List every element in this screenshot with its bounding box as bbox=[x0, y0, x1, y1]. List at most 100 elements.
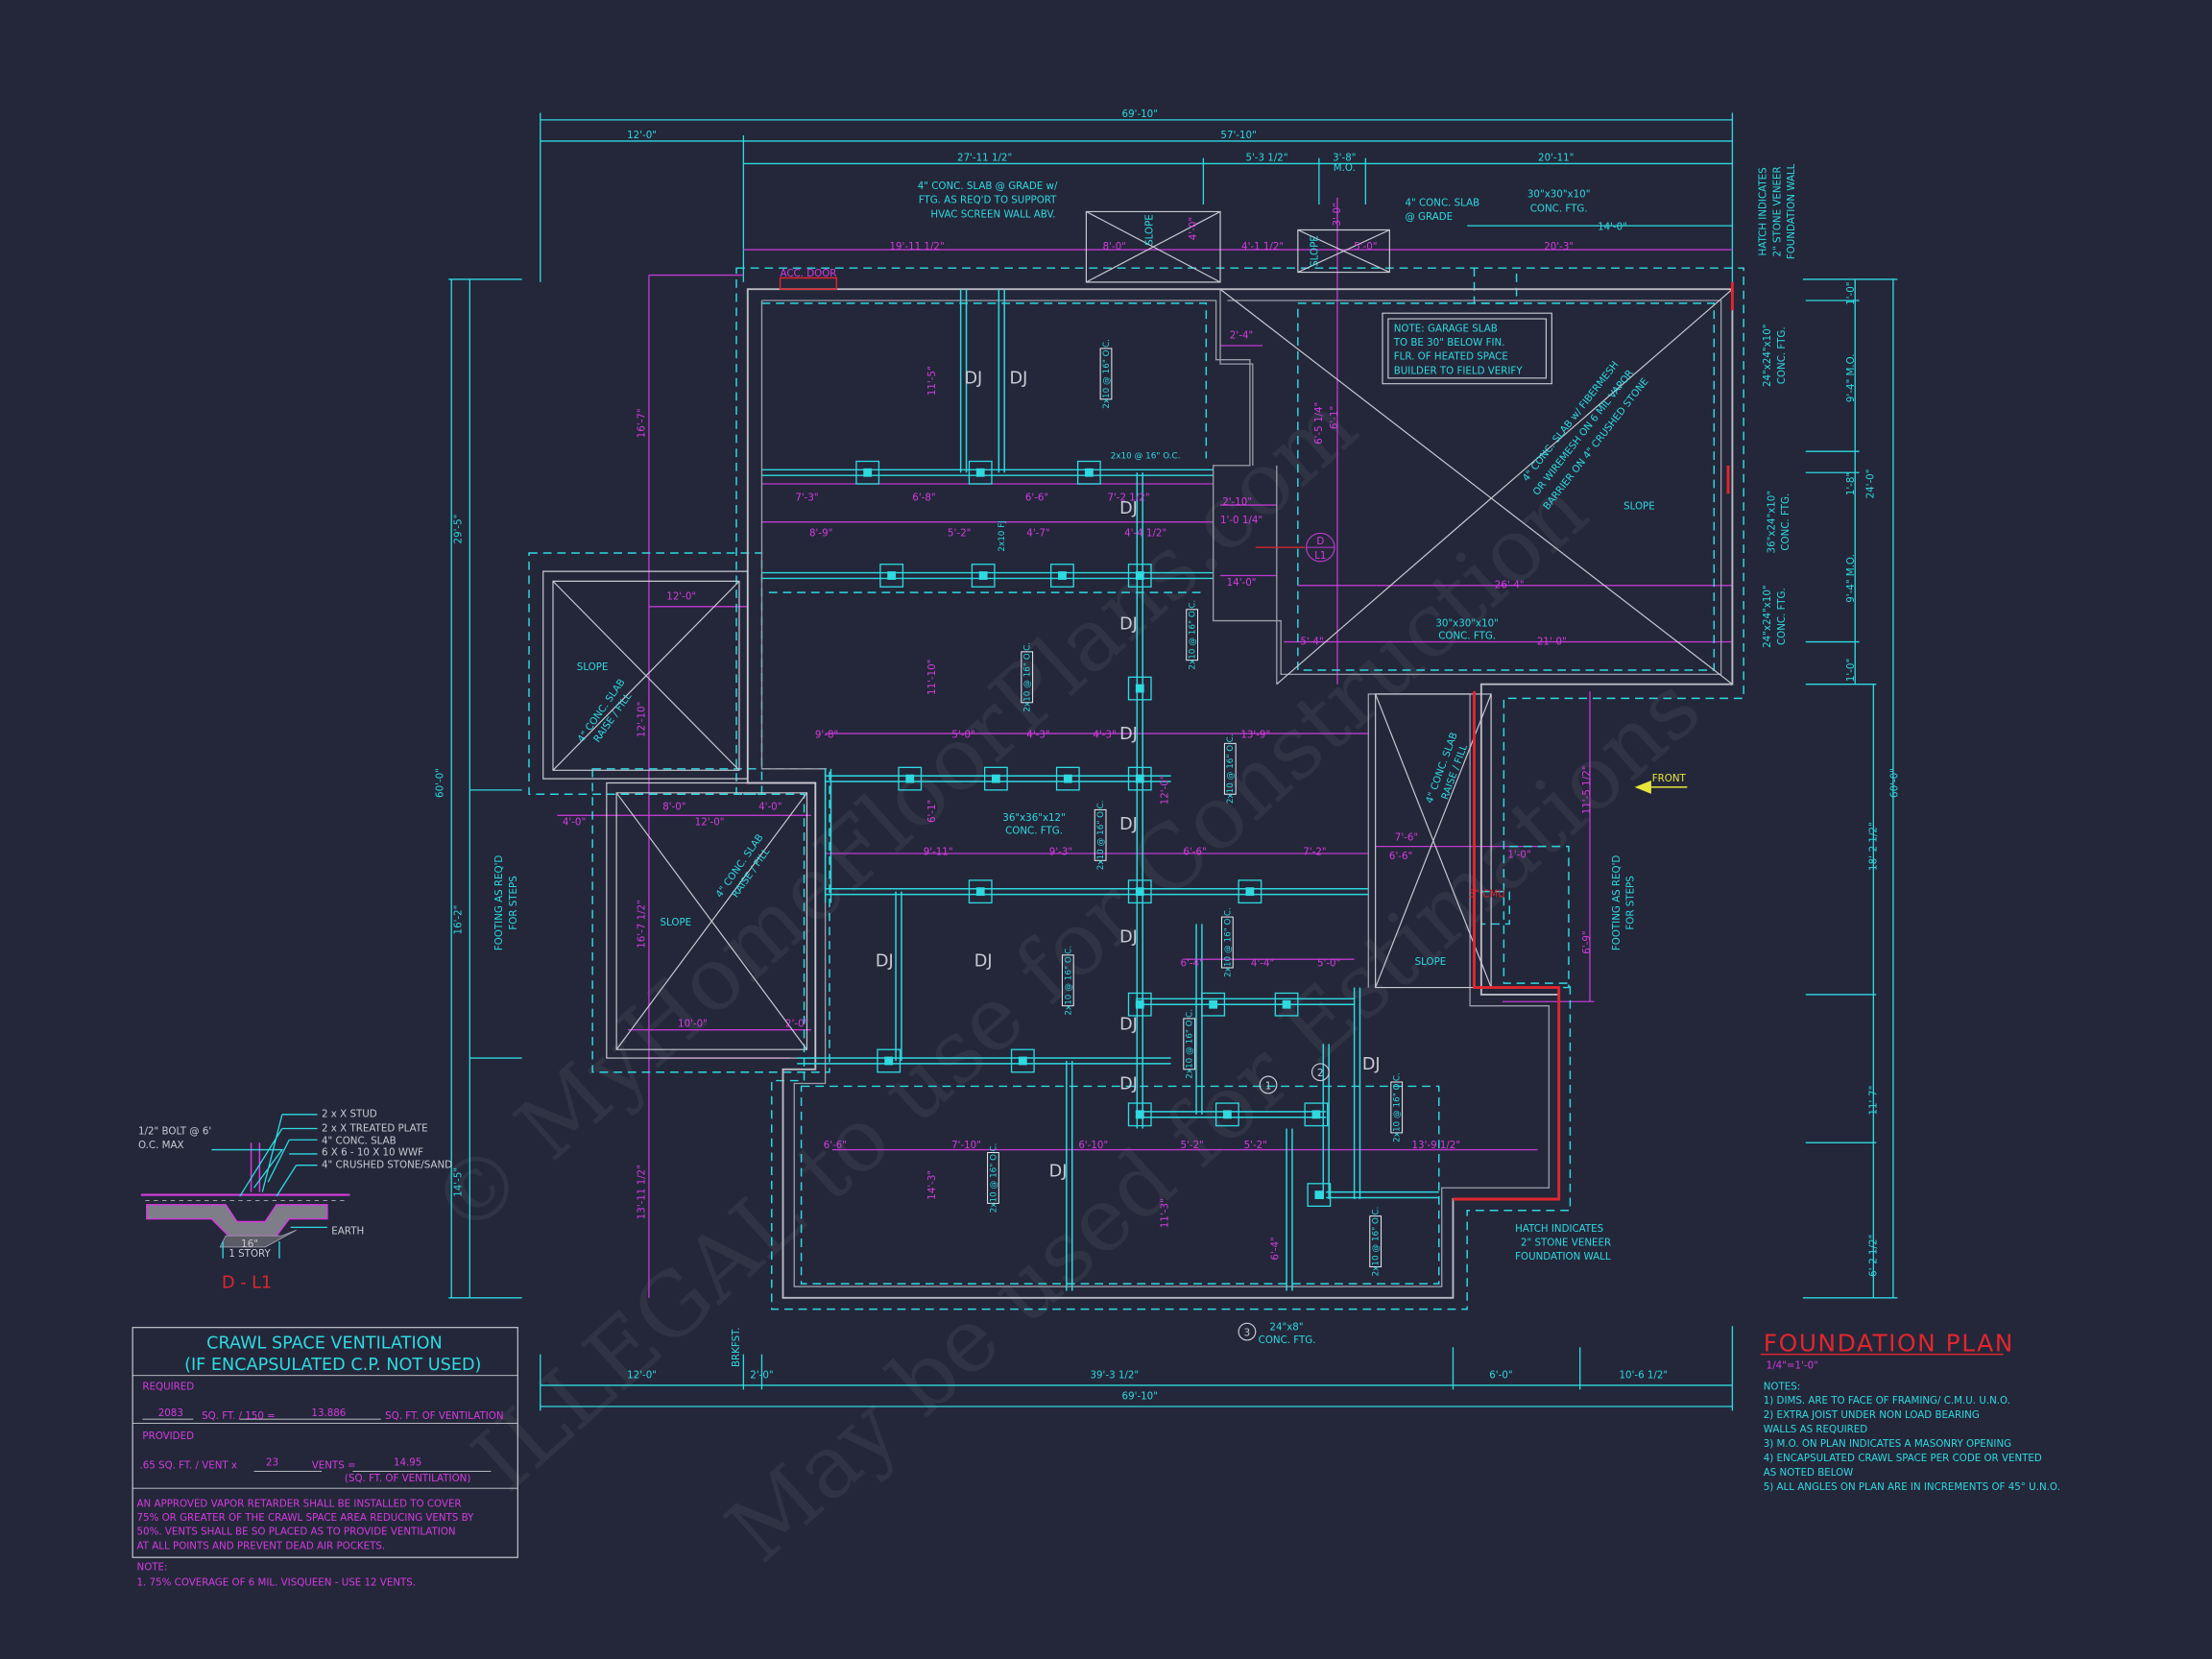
ftg-note: 36"x24"x10" bbox=[1766, 491, 1777, 554]
dim: 2'-0" bbox=[785, 1019, 808, 1030]
ventilation-value: 23 bbox=[266, 1457, 278, 1469]
doubled-joist-label: DJ bbox=[1119, 928, 1138, 948]
dim: 18'-2 1/2" bbox=[1867, 822, 1879, 871]
ventilation-label: SQ. FT. / 150 = bbox=[202, 1410, 276, 1422]
garage-note: BUILDER TO FIELD VERIFY bbox=[1394, 365, 1524, 376]
drawing-scale: 1/4"=1'-0" bbox=[1767, 1359, 1818, 1371]
dim: 10'-0" bbox=[678, 1019, 708, 1030]
dim-interior: 2'-10" bbox=[1222, 496, 1252, 508]
dim-interior: 6'-4" bbox=[1269, 1237, 1281, 1260]
dim-interior: 11'-5" bbox=[926, 366, 938, 396]
pier bbox=[1058, 571, 1067, 580]
dim: 57'-10" bbox=[1220, 130, 1256, 141]
front-label: FRONT bbox=[1652, 773, 1687, 784]
pier-footing bbox=[1010, 1048, 1035, 1073]
dim-interior: 7'-2 1/2" bbox=[1107, 493, 1149, 504]
doubled-joist-label: DJ bbox=[964, 370, 982, 389]
ventilation-text: AT ALL POINTS AND PREVENT DEAD AIR POCKE… bbox=[137, 1540, 386, 1551]
joist-spacing-label: 2x10 @ 16" O.C. bbox=[1186, 1009, 1195, 1079]
pier-footing bbox=[898, 766, 923, 791]
pier bbox=[1311, 1110, 1321, 1119]
detail-callout: EARTH bbox=[331, 1226, 364, 1238]
detail-callout: 1/2" BOLT @ 6' bbox=[138, 1125, 211, 1137]
dim-overall-top: 69'-10" bbox=[1122, 108, 1158, 120]
pier-footing bbox=[968, 879, 993, 904]
dim: 11'-7" bbox=[1867, 1086, 1879, 1116]
pier bbox=[975, 468, 985, 477]
slope-label: SLOPE bbox=[1415, 956, 1447, 968]
dim-interior: 4'-3" bbox=[1026, 729, 1049, 740]
dim-interior: 14'-0" bbox=[1227, 577, 1257, 589]
bubble-label: 2 bbox=[1317, 1068, 1324, 1079]
notes-heading: NOTES: bbox=[1764, 1381, 1801, 1392]
hatch-note: HATCH INDICATES bbox=[1758, 167, 1769, 255]
dim: 60'-0" bbox=[434, 768, 445, 798]
dim: 1'-0" bbox=[1845, 281, 1857, 304]
dim: M.O. bbox=[1334, 162, 1356, 174]
dim-interior: 6'-8" bbox=[912, 493, 935, 504]
pier-footing bbox=[855, 460, 880, 485]
dim-interior: 5'-2" bbox=[1244, 1140, 1267, 1151]
dim: 27'-11 1/2" bbox=[957, 153, 1012, 164]
dim-interior: 11'-10" bbox=[926, 660, 938, 695]
dim: 12'-0" bbox=[627, 130, 657, 141]
dim-overall-bottom: 69'-10" bbox=[1122, 1391, 1158, 1403]
dim-interior: 6'-6" bbox=[824, 1140, 847, 1151]
dim-interior: 9'-11" bbox=[924, 846, 953, 857]
dim: 12'-0" bbox=[695, 817, 725, 829]
doubled-joist-label: DJ bbox=[1049, 1162, 1068, 1181]
garage-slab-note: OR WIREMESH ON 6 MIL VAPOR bbox=[1530, 368, 1636, 498]
dim-interior: 6'-6" bbox=[1389, 851, 1412, 862]
pier-footing bbox=[1214, 1102, 1239, 1127]
doubled-joist-label: DJ bbox=[1119, 1016, 1138, 1035]
dim: 4'-0" bbox=[758, 801, 781, 812]
dim: 16'-7 1/2" bbox=[637, 900, 648, 949]
pier bbox=[887, 571, 897, 580]
dim: 12'-0" bbox=[666, 590, 696, 602]
dim-interior: 14'-3" bbox=[926, 1170, 938, 1200]
footing-outline bbox=[528, 267, 1744, 1310]
pier-footing bbox=[1127, 766, 1152, 791]
dim: 13'-11 1/2" bbox=[637, 1165, 648, 1219]
dim-interior: 6'-4" bbox=[1180, 958, 1203, 970]
ventilation-value: 2083 bbox=[158, 1407, 183, 1419]
hvac-note: HVAC SCREEN WALL ABV. bbox=[930, 208, 1055, 220]
dim-interior: 7'-6" bbox=[1395, 832, 1418, 844]
detail-callout: O.C. MAX bbox=[138, 1140, 184, 1151]
bubble-label: 3 bbox=[1244, 1328, 1251, 1339]
slab-note: @ GRADE bbox=[1406, 211, 1454, 223]
joist-tag-box bbox=[1369, 1215, 1382, 1268]
ventilation-value: 14.95 bbox=[394, 1457, 421, 1469]
joist-tag-box bbox=[1220, 916, 1234, 969]
dim: 16'-2" bbox=[452, 905, 464, 935]
dim-interior: 7'-3" bbox=[795, 493, 818, 504]
pier bbox=[1135, 571, 1144, 580]
dim-interior: 5'-2" bbox=[1180, 1140, 1203, 1151]
doubled-joist-label: DJ bbox=[974, 952, 993, 972]
dim: 8'-0" bbox=[662, 801, 685, 812]
detail-callout: 2 x X TREATED PLATE bbox=[322, 1122, 428, 1134]
dim-interior: 9'-3" bbox=[1049, 846, 1072, 857]
detail-callout: 1 STORY bbox=[228, 1248, 271, 1260]
pier-footing bbox=[1076, 460, 1101, 485]
dim: 8'-0" bbox=[1103, 241, 1126, 252]
dim: 1'-8" bbox=[1845, 472, 1857, 495]
dim-interior: 5'-4" bbox=[1300, 637, 1323, 648]
dim-interior: 6'-10" bbox=[1078, 1140, 1108, 1151]
dim: 20'-11" bbox=[1538, 153, 1574, 164]
note-item: 4) ENCAPSULATED CRAWL SPACE PER CODE OR … bbox=[1764, 1453, 2042, 1464]
ftg-note: 30"x30"x10" bbox=[1527, 189, 1591, 201]
dim: 14'-5" bbox=[452, 1167, 464, 1197]
joist-tag-box bbox=[1061, 954, 1074, 1007]
ftg-note: 36"x36"x12" bbox=[1002, 812, 1066, 824]
footing-steps-note: FOOTING AS REQ'D bbox=[493, 855, 505, 951]
ventilation-label: VENTS = bbox=[312, 1460, 356, 1472]
dim-interior: 4'-4" bbox=[1251, 958, 1274, 970]
pier-footing bbox=[1055, 766, 1080, 791]
dim: 12'-0" bbox=[627, 1370, 657, 1382]
joist-spacing-label: 2x10 @ 16" O.C. bbox=[1372, 1207, 1382, 1277]
pier bbox=[905, 774, 915, 783]
pier bbox=[1018, 1056, 1027, 1066]
note-item: 2) EXTRA JOIST UNDER NON LOAD BEARING bbox=[1764, 1409, 1980, 1421]
